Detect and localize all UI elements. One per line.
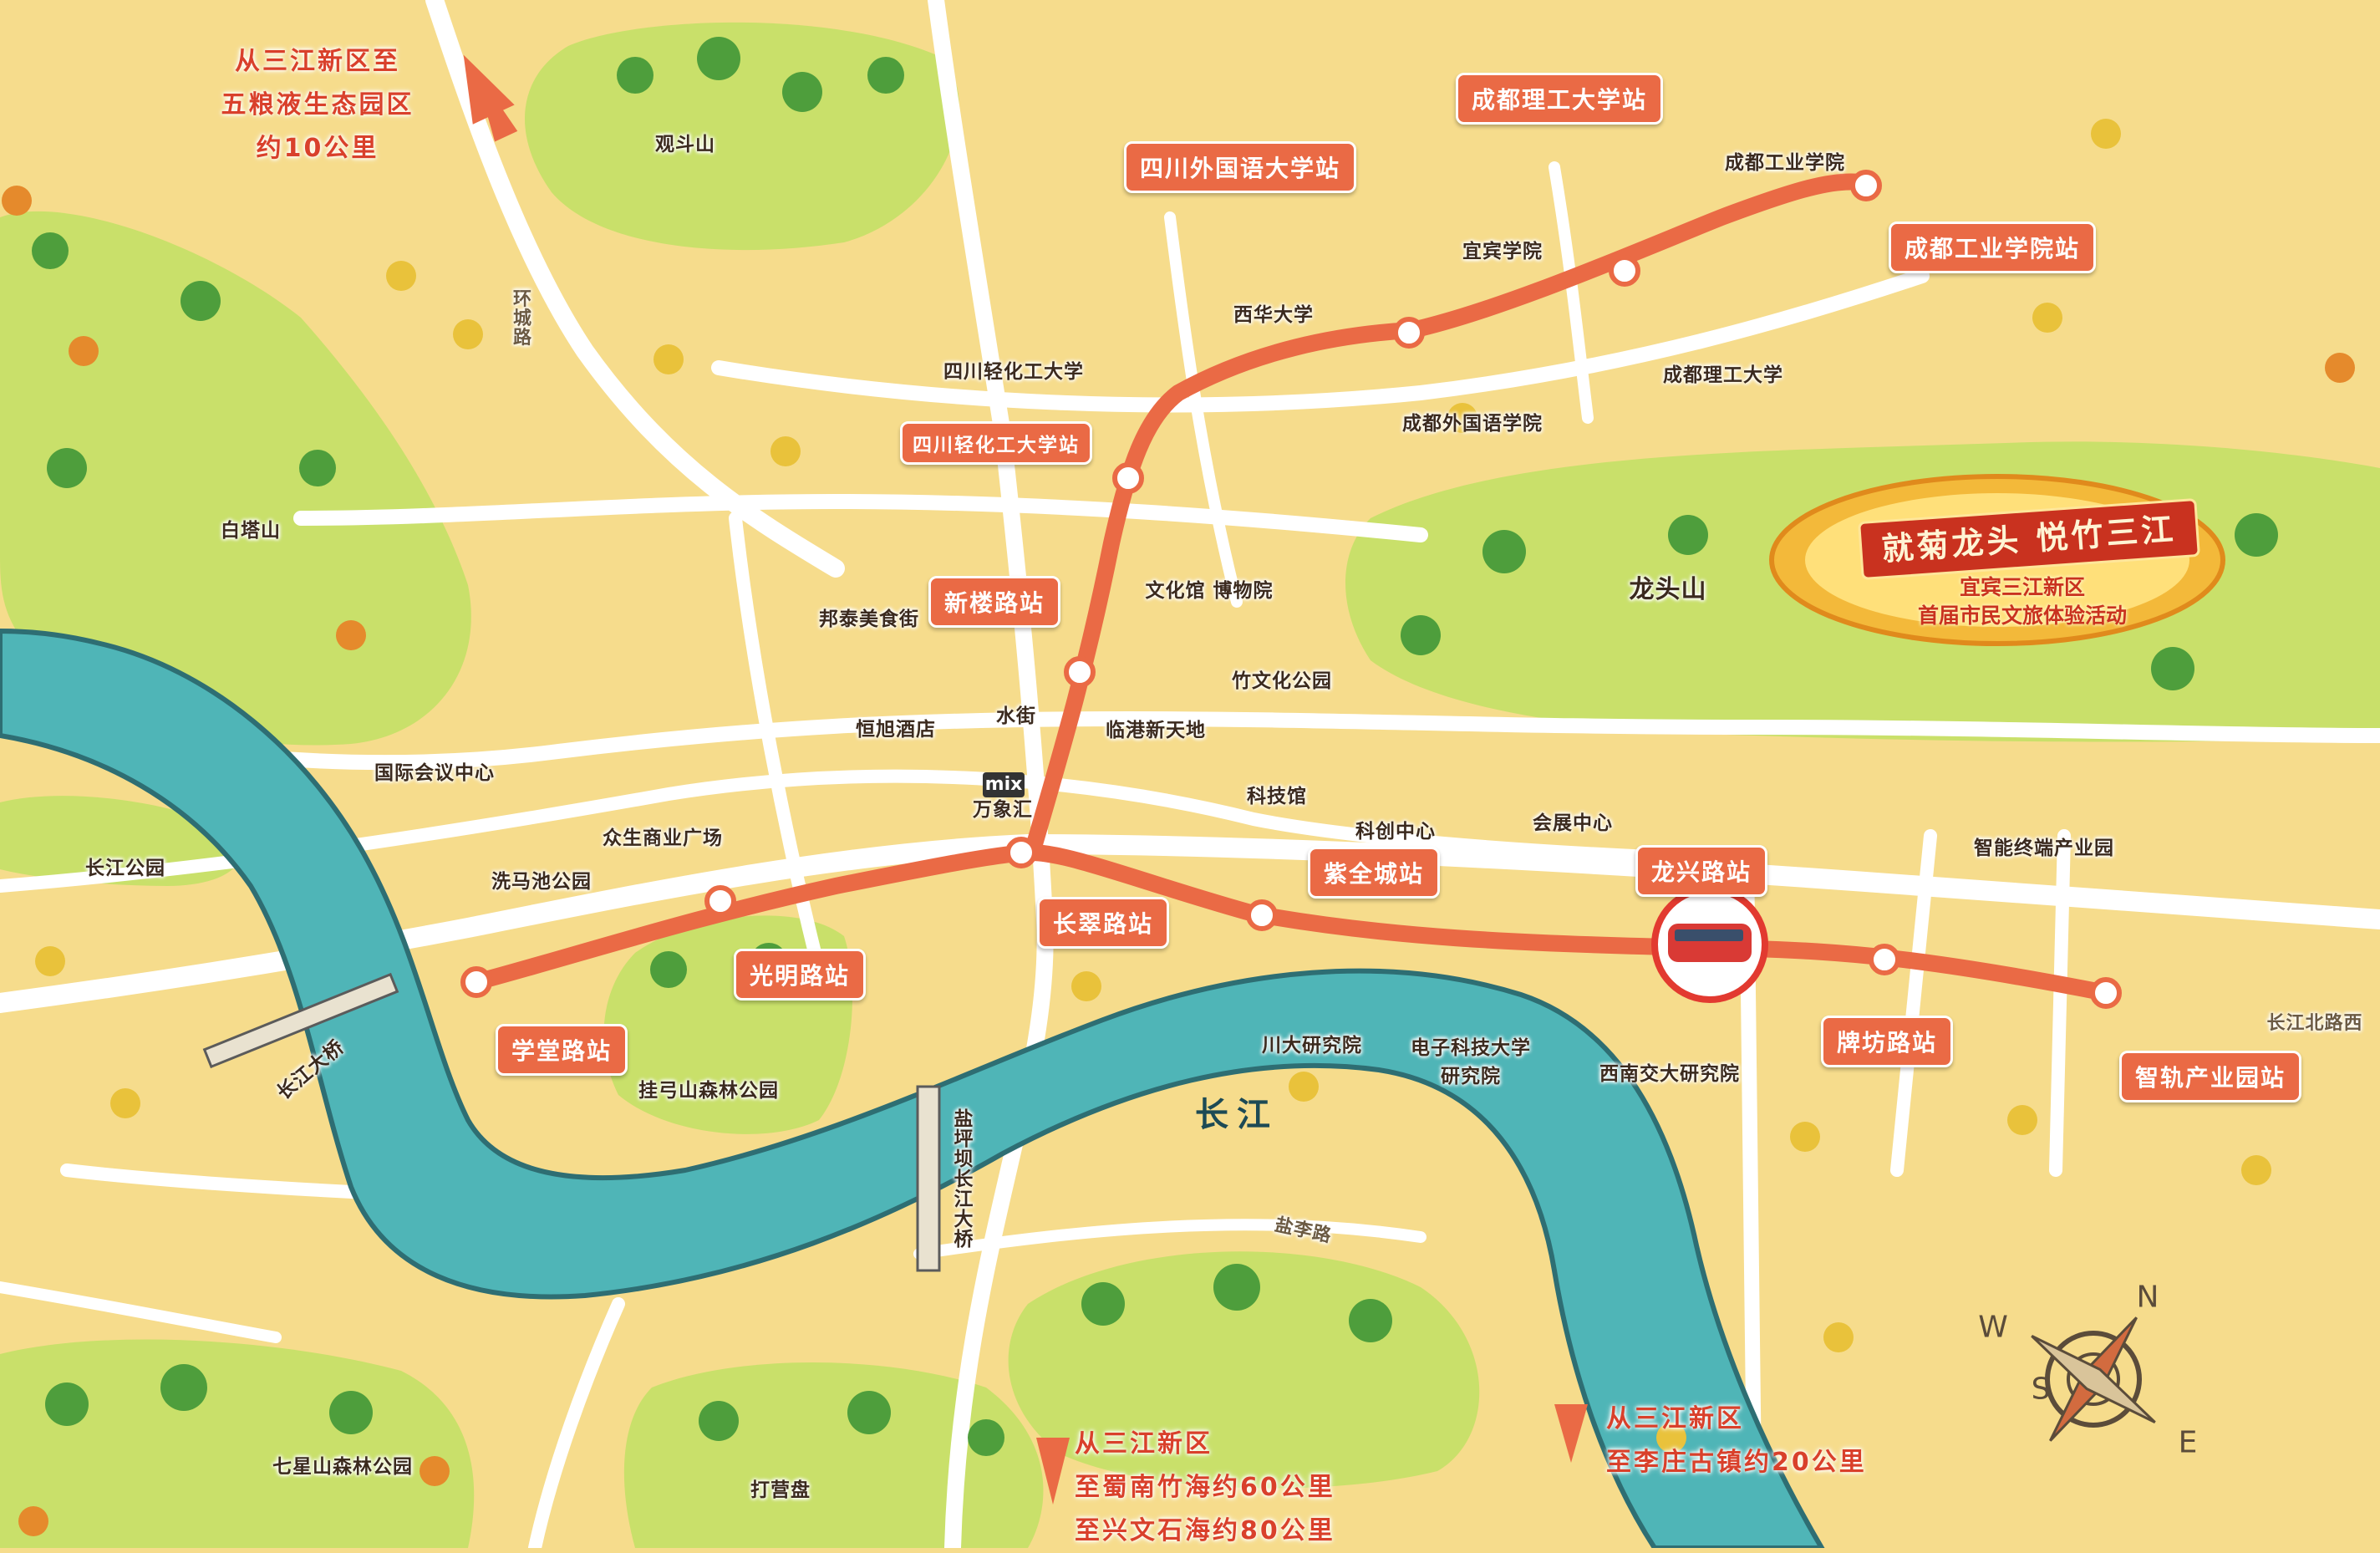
decorative-trees [2,37,2355,1536]
metro-line [468,843,2114,1001]
note-lizhuang: 从三江新区 至李庄古镇约20公里 [1606,1398,1867,1484]
place-zhongsheng-plaza: 众生商业广场 [603,827,723,849]
festival-banner-subtitle-2: 首届市民文旅体验活动 [1917,603,2128,628]
place-chengdulg-univ: 成都理工大学 [1663,364,1783,386]
metro-line-north [1024,173,1876,861]
dayingpan-park [623,1362,1044,1548]
note-wuliangye: 从三江新区至 五粮液生态园区 约10公里 [221,40,414,171]
station-xuetanglu[interactable]: 学堂路站 [495,1024,628,1076]
compass-e: E [2178,1425,2198,1460]
festival-banner-subtitle-1: 宜宾三江新区 [1959,575,2086,599]
place-shuijie: 水街 [996,705,1036,727]
place-bangtai-street: 邦泰美食街 [819,608,919,630]
place-kechuang-center: 科创中心 [1355,821,1436,843]
compass-s: S [2031,1372,2051,1407]
place-qixingshan-park: 七星山森林公园 [272,1456,413,1478]
note-shunan: 从三江新区 至蜀南竹海约60公里 至兴文石海约80公里 [1075,1423,1335,1553]
direction-arrows [463,54,1588,1505]
train-icon [1651,886,1768,1003]
bridges [202,972,941,1272]
station-zhiguichanyeyuan[interactable]: 智轨产业园站 [2118,1051,2302,1102]
place-yibin-college: 宜宾学院 [1462,241,1543,262]
place-chengduwgy-college: 成都外国语学院 [1402,413,1543,435]
road-label-changjiang-north: 长江北路西 [2266,1013,2363,1034]
place-wenhuaguan: 文化馆 博物院 [1145,580,1274,602]
festival-banner-subtitle: 宜宾三江新区 首届市民文旅体验活动 [1918,573,2127,630]
station-guangminglu[interactable]: 光明路站 [733,949,867,1001]
place-guagongshan-park: 挂弓山森林公园 [638,1080,779,1102]
place-zhineng-park: 智能终端产业园 [1974,838,2114,859]
place-hengxu-hotel: 恒旭酒店 [856,719,936,741]
place-longtoushan: 龙头山 [1629,575,1707,604]
place-huizhan-center: 会展中心 [1533,812,1613,834]
note-wuliangye-line-2: 五粮液生态园区 [221,90,414,120]
place-changjiang-park: 长江公园 [85,858,165,879]
place-chengdugy-college: 成都工业学院 [1725,152,1845,174]
place-wanxianghui: 万象汇 [973,799,1033,821]
place-guoji-huiyi: 国际会议中心 [374,762,495,784]
station-chengdugy[interactable]: 成都工业学院站 [1888,221,2097,273]
place-xinan-institute: 西南交大研究院 [1599,1063,1740,1085]
yangtze-river [0,628,1825,1548]
metro-station-dots [460,170,2122,1009]
river-label: 长江 [1195,1096,1279,1134]
place-chuanda-institute: 川大研究院 [1262,1035,1362,1057]
note-lizhuang-line-2: 至李庄古镇约20公里 [1606,1448,1867,1477]
place-dianzi-institute: 电子科技大学研究院 [1411,1037,1531,1087]
station-ziquancheng[interactable]: 紫全城站 [1307,847,1441,899]
place-lingang-xintiandi: 临港新天地 [1106,720,1206,741]
baitashan-park [0,211,471,746]
yanba-bridge-deck [916,1085,941,1272]
place-dayingpan: 打营盘 [750,1479,811,1501]
road-label-huancheng: 环城路 [510,288,531,347]
place-kejiguan: 科技馆 [1247,786,1307,807]
note-wuliangye-line-1: 从三江新区至 [235,47,400,76]
station-chengdulg[interactable]: 成都理工大学站 [1455,73,1664,125]
note-wuliangye-line-3: 约10公里 [256,134,379,163]
station-sichuanwaiguoyu[interactable]: 四川外国语大学站 [1123,141,1357,193]
place-sichuanqinghua-univ: 四川轻化工大学 [943,361,1084,383]
station-changcuilu[interactable]: 长翠路站 [1036,897,1170,949]
note-lizhuang-line-1: 从三江新区 [1606,1404,1744,1433]
station-sichuanqinghua[interactable]: 四川轻化工大学站 [900,421,1092,465]
qixingshan-park [0,1339,475,1548]
note-shunan-line-1: 从三江新区 [1075,1429,1213,1459]
note-shunan-line-2: 至蜀南竹海约60公里 [1075,1473,1335,1502]
station-paifanglu[interactable]: 牌坊路站 [1820,1016,1954,1067]
station-longxinglu[interactable]: 龙兴路站 [1635,845,1768,897]
road-label-yanba-bridge: 盐坪坝长江大桥 [950,1108,972,1249]
station-xinloulu[interactable]: 新楼路站 [928,576,1061,628]
place-zhuwenhua-park: 竹文化公园 [1232,670,1332,692]
place-xihua-univ: 西华大学 [1233,304,1314,326]
place-baitashan: 白塔山 [221,520,281,542]
compass-rose [2031,1316,2156,1442]
compass-w: W [1978,1310,2008,1345]
place-ximachi-park: 洗马池公园 [491,871,592,893]
place-guandoushan: 观斗山 [655,134,715,155]
guandoushan-park [524,22,959,251]
note-shunan-line-3: 至兴文石海约80公里 [1075,1516,1335,1545]
changjiang-bridge-deck [202,972,399,1069]
wanxianghui-logo: mix [983,772,1025,797]
compass-n: N [2136,1280,2159,1315]
